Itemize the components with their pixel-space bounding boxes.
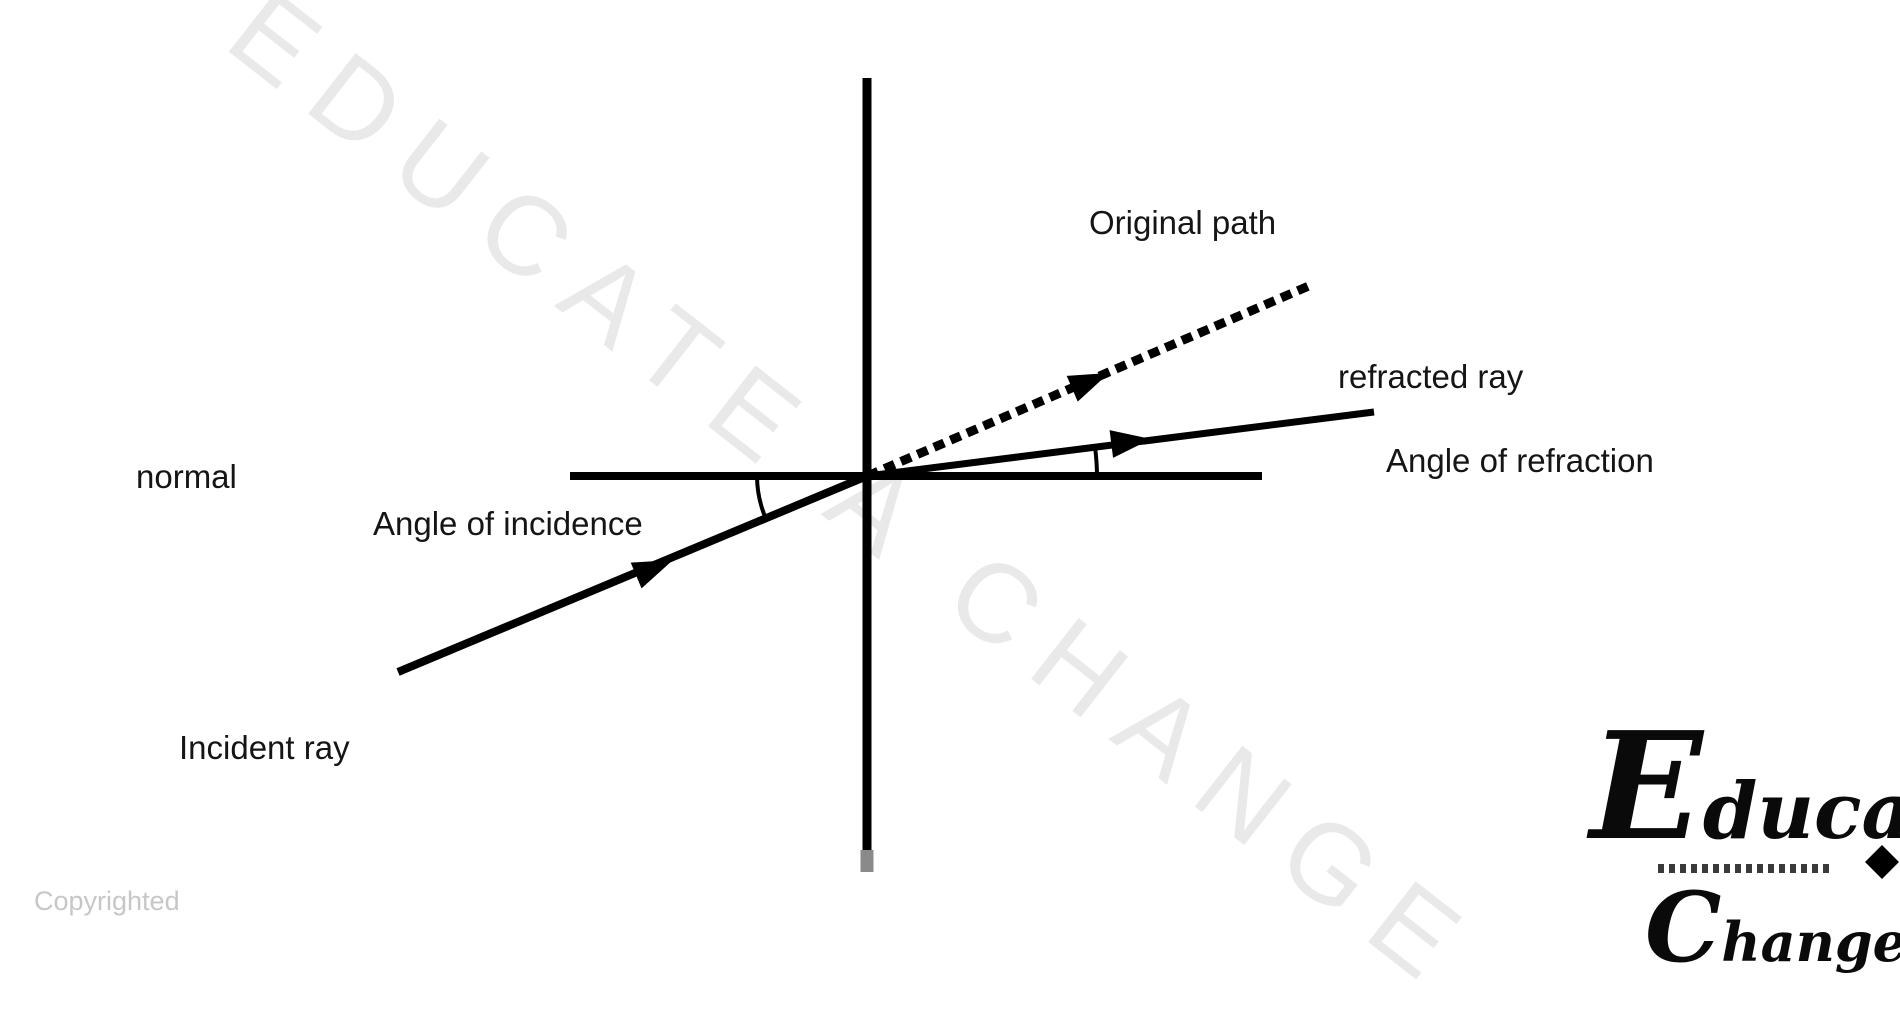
angle-of-refraction-arc bbox=[1093, 446, 1099, 477]
incident-ray-arrowhead bbox=[630, 560, 673, 589]
angle-of-incidence-label: Angle of incidence bbox=[373, 505, 643, 542]
logo-decorative-strip bbox=[1658, 864, 1834, 873]
refracted-ray-arrowhead bbox=[1109, 430, 1151, 458]
logo-word-change: Change bbox=[1645, 871, 1900, 984]
educate-change-logo: Educate Change bbox=[1590, 699, 1900, 992]
refracted-ray-label: refracted ray bbox=[1338, 358, 1524, 395]
normal-label: normal bbox=[136, 458, 237, 495]
original-path-arrowhead bbox=[1066, 373, 1109, 402]
boundary-line-end-tick bbox=[860, 850, 874, 872]
incident-ray-line bbox=[396, 472, 869, 676]
copyright-text: Copyrighted bbox=[34, 886, 180, 916]
incident-ray-label: Incident ray bbox=[179, 729, 350, 766]
angle-of-refraction-label: Angle of refraction bbox=[1386, 442, 1654, 479]
logo-word-educate: Educate bbox=[1590, 699, 1900, 873]
angle-of-incidence-arc bbox=[755, 475, 768, 520]
original-path-label: Original path bbox=[1089, 204, 1277, 241]
